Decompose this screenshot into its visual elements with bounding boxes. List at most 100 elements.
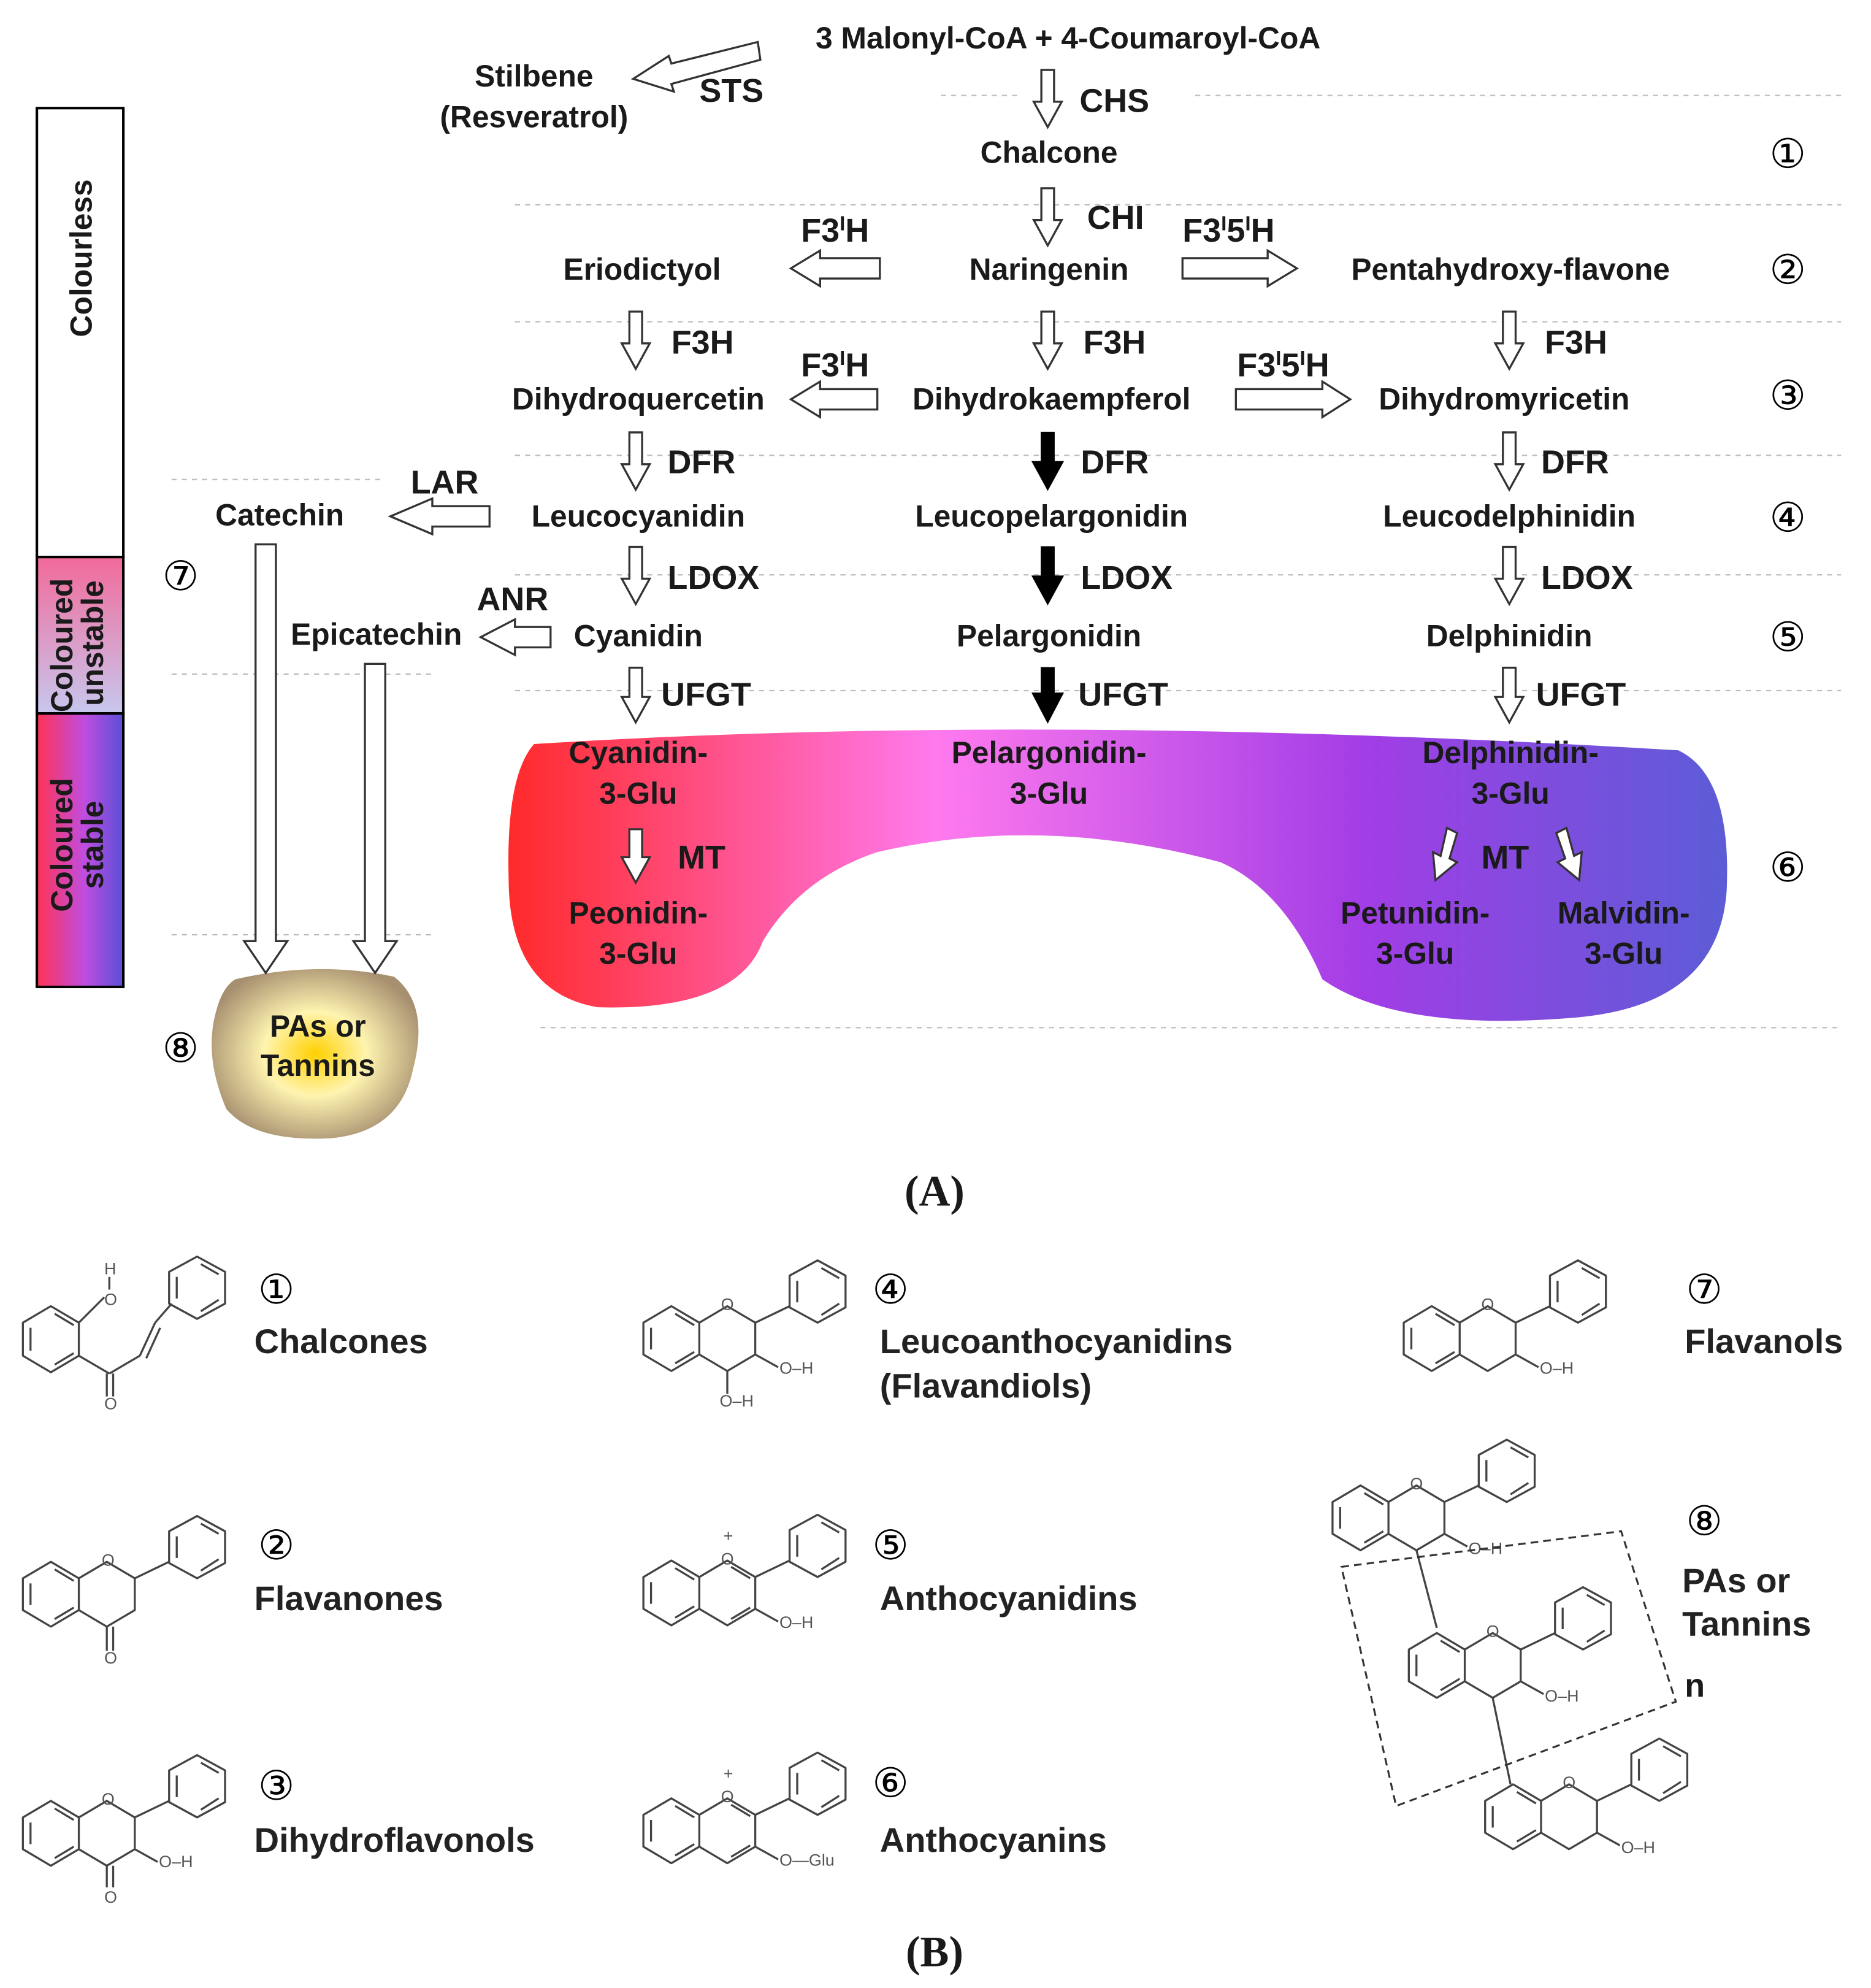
arrow-chs — [1031, 69, 1064, 129]
arrow-f3h-right — [1493, 310, 1525, 371]
compound-peonidin-3-glu-1: Peonidin- — [569, 896, 708, 930]
compound-catechin: Catechin — [215, 497, 344, 532]
compound-delphinidin-3-glu-1: Delphinidin- — [1422, 735, 1598, 770]
enzyme-ldox-mid: LDOX — [1081, 559, 1173, 596]
class-marker-8: ⑧ — [1686, 1499, 1722, 1545]
class-name-tannins: Tannins — [1682, 1604, 1811, 1643]
compound-malvidin-3-glu-1: Malvidin- — [1558, 896, 1690, 930]
arrow-dfr-left — [620, 431, 652, 492]
compound-substrate: 3 Malonyl-CoA + 4-Coumaroyl-CoA — [816, 21, 1320, 55]
compound-pelargonidin-3-glu-2: 3-Glu — [1010, 776, 1088, 810]
structure-tannin-polymer: O O–H O O–H O O–H n — [1331, 1438, 1705, 1857]
svg-text:O–H: O–H — [720, 1392, 754, 1410]
svg-text:O–H: O–H — [779, 1613, 813, 1632]
enzyme-labels: STS CHS CHI F3IH F3I5IH F3H F3H F3H F3IH… — [411, 72, 1633, 876]
marker-8: ⑧ — [163, 1026, 199, 1071]
marker-5: ⑤ — [1769, 615, 1805, 661]
structure-flavanol: O O–H — [1402, 1259, 1607, 1377]
enzyme-ufgt-left: UFGT — [661, 677, 751, 713]
class-name-pas-or: PAs or — [1682, 1561, 1790, 1600]
svg-text:O: O — [721, 1295, 734, 1314]
enzyme-f3prime-h-mid: F3IH — [801, 347, 869, 384]
svg-text:O: O — [104, 1290, 117, 1308]
compound-pentahydroxy-flavone: Pentahydroxy-flavone — [1351, 252, 1670, 286]
compound-cyanidin-3-glu-1: Cyanidin- — [569, 735, 708, 770]
enzyme-f35h-top: F3I5IH — [1182, 212, 1274, 249]
enzyme-chi: CHI — [1087, 199, 1144, 236]
class-name-anthocyanidins: Anthocyanidins — [880, 1579, 1138, 1618]
class-name-dihydroflavonols: Dihydroflavonols — [254, 1821, 535, 1859]
compound-malvidin-3-glu-2: 3-Glu — [1585, 937, 1662, 971]
marker-3: ③ — [1769, 374, 1805, 419]
compound-pelargonidin-3-glu-1: Pelargonidin- — [952, 735, 1147, 770]
arrow-ufgt-mid — [1031, 667, 1065, 724]
class-name-flavanones: Flavanones — [254, 1579, 443, 1618]
marker-4: ④ — [1769, 496, 1805, 541]
svg-text:O: O — [104, 1888, 117, 1906]
structure-class-labels: ① Chalcones ② Flavanones ③ Dihydroflavon… — [254, 1267, 1843, 1859]
enzyme-mt-right: MT — [1482, 839, 1529, 876]
legend-stable-label-1: Coloured — [45, 778, 79, 911]
arrow-ldox-right — [1493, 545, 1525, 607]
enzyme-mt-left: MT — [678, 839, 725, 876]
compound-pelargonidin: Pelargonidin — [957, 618, 1141, 653]
enzyme-chs: CHS — [1079, 82, 1149, 119]
arrow-mt-malvidin — [1555, 826, 1583, 883]
svg-text:O–H: O–H — [1540, 1359, 1574, 1377]
marker-6: ⑥ — [1769, 845, 1805, 891]
svg-text:O—Glu: O—Glu — [779, 1851, 835, 1870]
compound-leucocyanidin: Leucocyanidin — [532, 499, 745, 533]
structure-leucoanthocyanidin: O O–H O–H — [642, 1259, 847, 1410]
svg-text:O–H: O–H — [1621, 1838, 1655, 1857]
compound-resveratrol: (Resveratrol) — [440, 99, 628, 134]
marker-7: ⑦ — [163, 554, 199, 599]
compound-tannins-1: PAs or — [270, 1009, 366, 1043]
panel-label-b: (B) — [906, 1928, 963, 1976]
anthocyanin-band — [508, 729, 1728, 1021]
class-marker-5: ⑤ — [872, 1523, 908, 1568]
compound-leucodelphinidin: Leucodelphinidin — [1383, 499, 1636, 533]
structure-flavanone: O O — [21, 1514, 226, 1667]
legend-unstable-label-1: Coloured — [45, 578, 79, 712]
compound-epicatechin: Epicatechin — [291, 617, 462, 651]
repeat-unit-n: n — [1685, 1667, 1705, 1704]
class-name-chalcones: Chalcones — [254, 1322, 428, 1361]
svg-text:+: + — [724, 1765, 733, 1783]
arrow-sts — [630, 40, 762, 93]
class-marker-1: ① — [258, 1267, 294, 1313]
colour-legend: Colourless Coloured unstable Coloured st… — [36, 107, 125, 989]
compound-delphinidin: Delphinidin — [1426, 618, 1593, 653]
svg-text:O: O — [1486, 1622, 1499, 1640]
enzyme-anr: ANR — [477, 581, 549, 618]
class-marker-3: ③ — [258, 1763, 294, 1809]
enzyme-f3h-right: F3H — [1545, 324, 1607, 361]
svg-text:O: O — [104, 1394, 117, 1413]
enzyme-ldox-right: LDOX — [1541, 559, 1633, 596]
enzyme-ufgt-right: UFGT — [1536, 677, 1626, 713]
svg-text:O: O — [721, 1787, 734, 1806]
structure-dihydroflavonol: O O O–H — [21, 1754, 226, 1906]
compound-leucopelargonidin: Leucopelargonidin — [915, 499, 1188, 533]
structure-anthocyanidin: O + O–H — [642, 1513, 847, 1632]
svg-text:O: O — [1482, 1295, 1494, 1314]
svg-text:O–H: O–H — [159, 1852, 193, 1871]
enzyme-f35h-mid: F3I5IH — [1237, 347, 1329, 384]
compound-chalcone: Chalcone — [981, 135, 1118, 169]
arrow-chi — [1031, 187, 1064, 248]
compound-dihydroquercetin: Dihydroquercetin — [512, 382, 765, 416]
panel-label-a: (A) — [905, 1168, 965, 1216]
legend-stable-label-2: stable — [75, 801, 110, 889]
compound-eriodictyol: Eriodictyol — [564, 252, 721, 286]
legend-colourless-label: Colourless — [64, 179, 98, 337]
compound-dihydrokaempferol: Dihydrokaempferol — [913, 382, 1190, 416]
enzyme-ldox-left: LDOX — [668, 559, 760, 596]
enzyme-f3h-left: F3H — [671, 324, 734, 361]
class-name-anthocyanins: Anthocyanins — [880, 1821, 1107, 1859]
class-marker-2: ② — [258, 1523, 294, 1568]
class-marker-6: ⑥ — [872, 1761, 908, 1806]
row-markers: ① ② ③ ④ ⑤ ⑥ ⑦ ⑧ — [163, 132, 1806, 1072]
arrow-f35h-mid — [1234, 379, 1353, 420]
svg-text:+: + — [724, 1527, 733, 1545]
svg-text:O: O — [1563, 1773, 1575, 1792]
arrow-ufgt-left — [620, 666, 652, 725]
